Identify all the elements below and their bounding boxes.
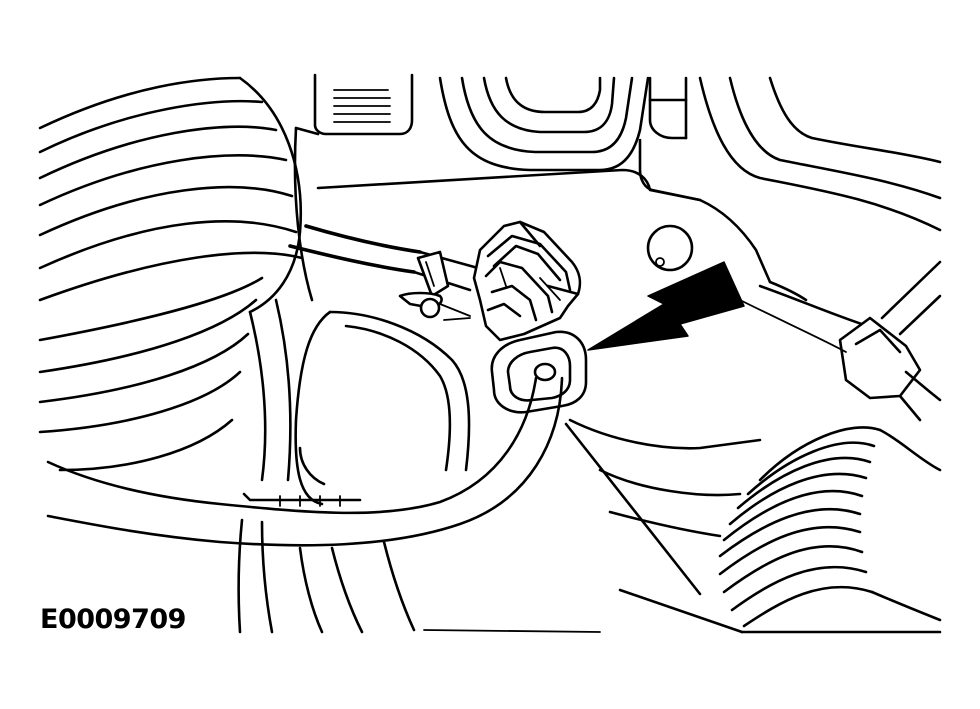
sensor-grommet: [490, 330, 588, 414]
lower-housing: [242, 310, 471, 507]
wiring-harness: [288, 224, 480, 292]
frame-edges: [423, 629, 601, 633]
pulley-arcs: [38, 76, 304, 472]
lower-left-structure: [237, 298, 416, 634]
upper-panels: [438, 76, 942, 232]
pointer-arrow-icon: [587, 261, 745, 351]
steering-rack: [564, 260, 942, 634]
upper-bracket: [293, 73, 414, 302]
figure-id-label: E0009709: [40, 604, 186, 635]
harness-clip: [398, 250, 471, 321]
sensor-hose: [46, 376, 564, 547]
electrical-connector: [472, 220, 582, 342]
